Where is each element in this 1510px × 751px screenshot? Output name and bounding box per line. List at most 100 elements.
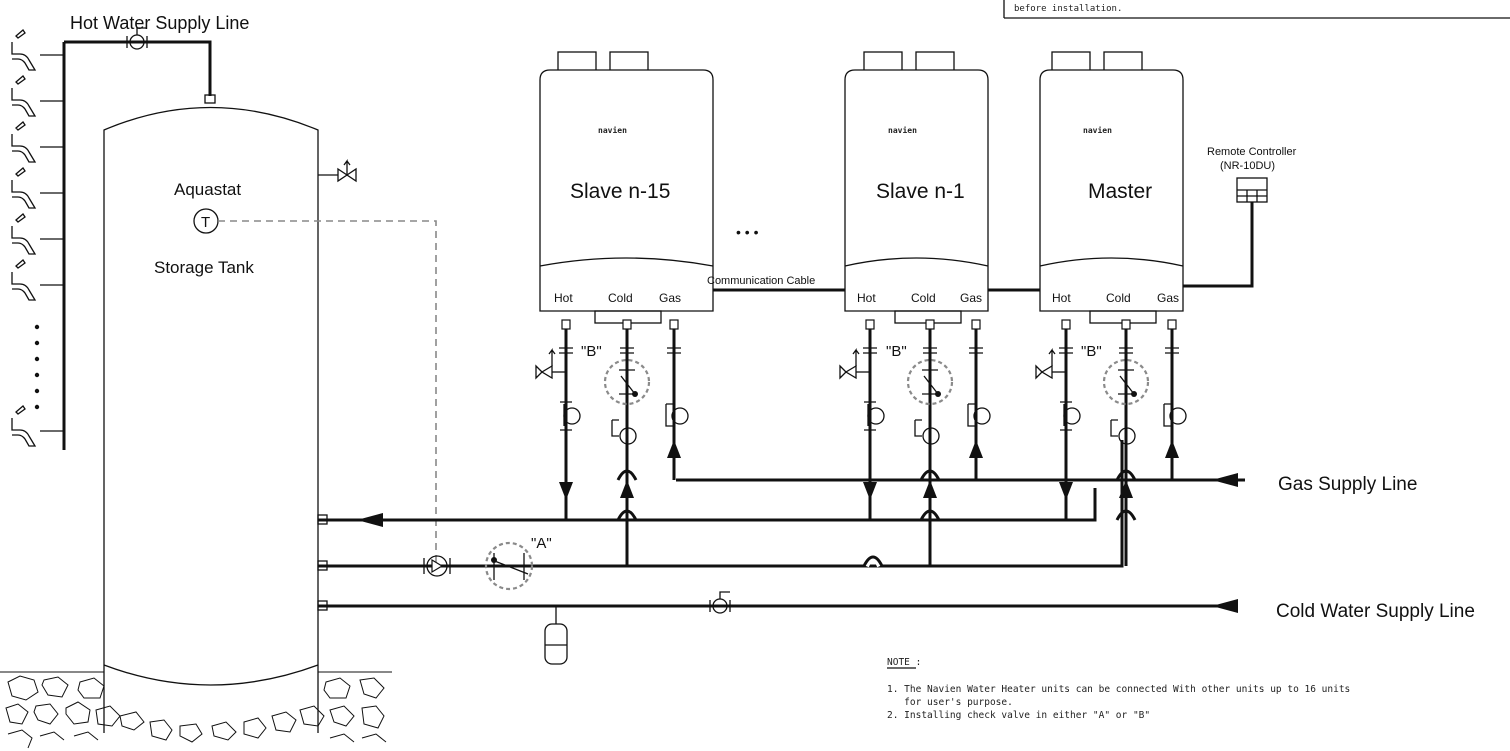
water-heater-unit: navien Master Hot Cold Gas: [1039, 51, 1184, 324]
flow-arrow-up: [620, 480, 634, 498]
tank-bottom-curve: [103, 664, 319, 686]
check-valve-b-icon: [603, 358, 651, 406]
union-icon: [923, 347, 937, 354]
check-valve-a-icon: [484, 541, 534, 591]
note-item-2: 2. Installing check valve in either "A" …: [887, 710, 1150, 721]
top-right-note-text: before installation.: [1014, 4, 1122, 14]
faucet-icon: [11, 213, 36, 255]
hot-water-supply-line-label: Hot Water Supply Line: [70, 13, 249, 33]
cold-water-supply-line-label: Cold Water Supply Line: [1276, 601, 1475, 622]
faucet-icon: [11, 167, 36, 209]
faucet-column: [11, 29, 64, 447]
check-valve-b-icon: [906, 358, 954, 406]
unit-logo: navien: [598, 125, 627, 135]
pipe-crossing: [919, 469, 941, 481]
flow-arrow-up: [667, 440, 681, 458]
valve-handle: [611, 419, 619, 437]
port-label-hot: Hot: [1052, 291, 1071, 305]
union-icon: [1119, 347, 1133, 354]
gas-port-fitting: [669, 319, 679, 330]
check-valve-b-icon: [1102, 358, 1150, 406]
check-valve-b-label: "B": [886, 343, 907, 360]
flow-arrow-up: [1165, 440, 1179, 458]
storage-tank: [103, 106, 319, 733]
communication-cable: [713, 202, 1254, 292]
union-icon: [667, 347, 681, 354]
unit-name: Slave n-15: [570, 180, 670, 203]
faucet-icon: [11, 75, 36, 117]
flow-arrow-down: [559, 482, 573, 500]
pipe-crossing: [616, 509, 638, 521]
hot-return-header-pipe: [318, 488, 1097, 522]
ball-valve-icon: [922, 427, 940, 445]
union-icon: [1059, 347, 1073, 354]
flow-arrow-left: [1212, 599, 1238, 613]
port-label-hot: Hot: [857, 291, 876, 305]
unit-name: Master: [1088, 180, 1152, 203]
communication-cable-label: Communication Cable: [707, 275, 815, 287]
port-label-gas: Gas: [1157, 291, 1179, 305]
flow-arrow-up: [969, 440, 983, 458]
cold-inlet-header-pipe: [318, 440, 1124, 568]
port-label-cold: Cold: [1106, 291, 1131, 305]
more-units-ellipsis: • • •: [736, 224, 759, 240]
hot-port-fitting: [865, 319, 875, 330]
flow-arrow-up: [923, 480, 937, 498]
port-label-gas: Gas: [960, 291, 982, 305]
flow-arrow-down: [1059, 482, 1073, 500]
unit-piping: "B""B""B": [535, 319, 1187, 566]
tank-fitting: [317, 600, 328, 611]
gravel-ground-icon: [0, 671, 392, 749]
hot-port-fitting: [561, 319, 571, 330]
water-heater-unit: navien Slave n-1 Hot Cold Gas: [844, 51, 989, 324]
aquastat-label: Aquastat: [174, 180, 241, 199]
union-icon: [969, 347, 983, 354]
storage-tank-label: Storage Tank: [154, 258, 254, 277]
union-icon: [1165, 347, 1179, 354]
flow-arrow-up: [1119, 480, 1133, 498]
flow-arrow-left: [1212, 473, 1238, 487]
ball-valve-icon: [973, 407, 991, 425]
union-icon: [559, 347, 573, 354]
relief-valve-icon: [535, 348, 556, 380]
valve-flange: [560, 401, 572, 431]
ball-valve-icon: [619, 427, 637, 445]
faucet-icon: [11, 29, 36, 71]
union-icon: [620, 347, 634, 354]
ball-valve-icon: [1169, 407, 1187, 425]
valve-handle: [665, 403, 674, 427]
check-valve-b-label: "B": [1081, 343, 1102, 360]
valve-handle: [967, 403, 976, 427]
ball-valve-icon: [671, 407, 689, 425]
gas-supply-line-label: Gas Supply Line: [1278, 474, 1417, 495]
circulation-pump-icon: [423, 555, 451, 577]
note-heading: NOTE :: [887, 657, 921, 668]
relief-valve-icon: [1040, 364, 1053, 380]
unit-logo: navien: [1083, 125, 1112, 135]
aquastat-symbol: T: [201, 214, 210, 231]
check-valve-b-icon: [1131, 391, 1137, 397]
pipe-crossing: [1115, 509, 1137, 521]
faucet-icon: [11, 405, 36, 447]
check-valve-b-icon: [935, 391, 941, 397]
relief-valve-icon: [540, 364, 553, 380]
valve-flange: [864, 401, 876, 431]
water-heater-unit: navien Slave n-15 Hot Cold Gas: [539, 51, 714, 324]
relief-valve-icon: [839, 348, 860, 380]
union-icon: [863, 347, 877, 354]
remote-controller-icon: [1236, 177, 1268, 203]
unit-logo: navien: [888, 125, 917, 135]
gas-port-fitting: [971, 319, 981, 330]
pipe-crossing: [919, 509, 941, 521]
port-label-cold: Cold: [608, 291, 633, 305]
pipe-crossings: [862, 555, 884, 568]
relief-valve-icon: [337, 167, 349, 183]
ball-valve-icon: [709, 591, 731, 614]
valve-flange: [1060, 401, 1072, 431]
ball-valve-icon: [1118, 427, 1136, 445]
valve-handle: [1110, 419, 1118, 437]
gas-port-fitting: [1167, 319, 1177, 330]
check-valve-a-label: "A": [531, 535, 552, 552]
relief-valve-icon: [844, 364, 857, 380]
